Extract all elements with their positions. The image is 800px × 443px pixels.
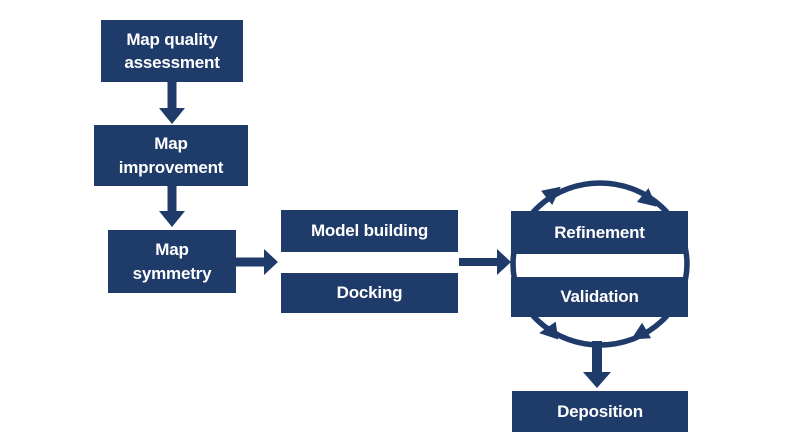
- arrow-right-icon: [459, 249, 511, 275]
- node-map-improvement: Map improvement: [94, 125, 248, 186]
- cycle-arrowhead-bottom-left-icon: [539, 321, 559, 340]
- node-refinement: Refinement: [511, 211, 688, 254]
- node-validation: Validation: [511, 277, 688, 317]
- arrow-down-icon: [159, 186, 185, 227]
- cycle-arrowhead-top-left-icon: [541, 186, 561, 205]
- node-label-line: Map quality: [126, 29, 218, 49]
- arrow-down-icon: [583, 341, 611, 388]
- node-label-line: Map: [155, 240, 189, 260]
- node-label-line: Map: [154, 134, 188, 154]
- node-model-building: Model building: [281, 210, 458, 252]
- node-label-line: improvement: [118, 157, 224, 177]
- node-deposition: Deposition: [512, 391, 688, 432]
- node-label-line: Refinement: [554, 222, 645, 242]
- node-map-symmetry: Map symmetry: [108, 230, 236, 293]
- cycle-arrowhead-bottom-right-icon: [631, 322, 652, 340]
- arrow-right-icon: [236, 249, 278, 275]
- node-label-line: symmetry: [132, 263, 212, 283]
- cycle-circle-icon: [510, 180, 690, 348]
- node-label-line: Model building: [310, 221, 429, 241]
- arrow-down-icon: [159, 82, 185, 124]
- node-label-line: Validation: [560, 287, 639, 307]
- node-label-line: assessment: [124, 53, 220, 72]
- node-docking: Docking: [281, 273, 458, 313]
- cycle-arrowhead-top-right-icon: [636, 188, 657, 207]
- node-label-line: Docking: [336, 283, 403, 303]
- node-map-quality-assessment: Map quality assessment: [101, 20, 243, 82]
- node-label-line: Deposition: [557, 401, 643, 421]
